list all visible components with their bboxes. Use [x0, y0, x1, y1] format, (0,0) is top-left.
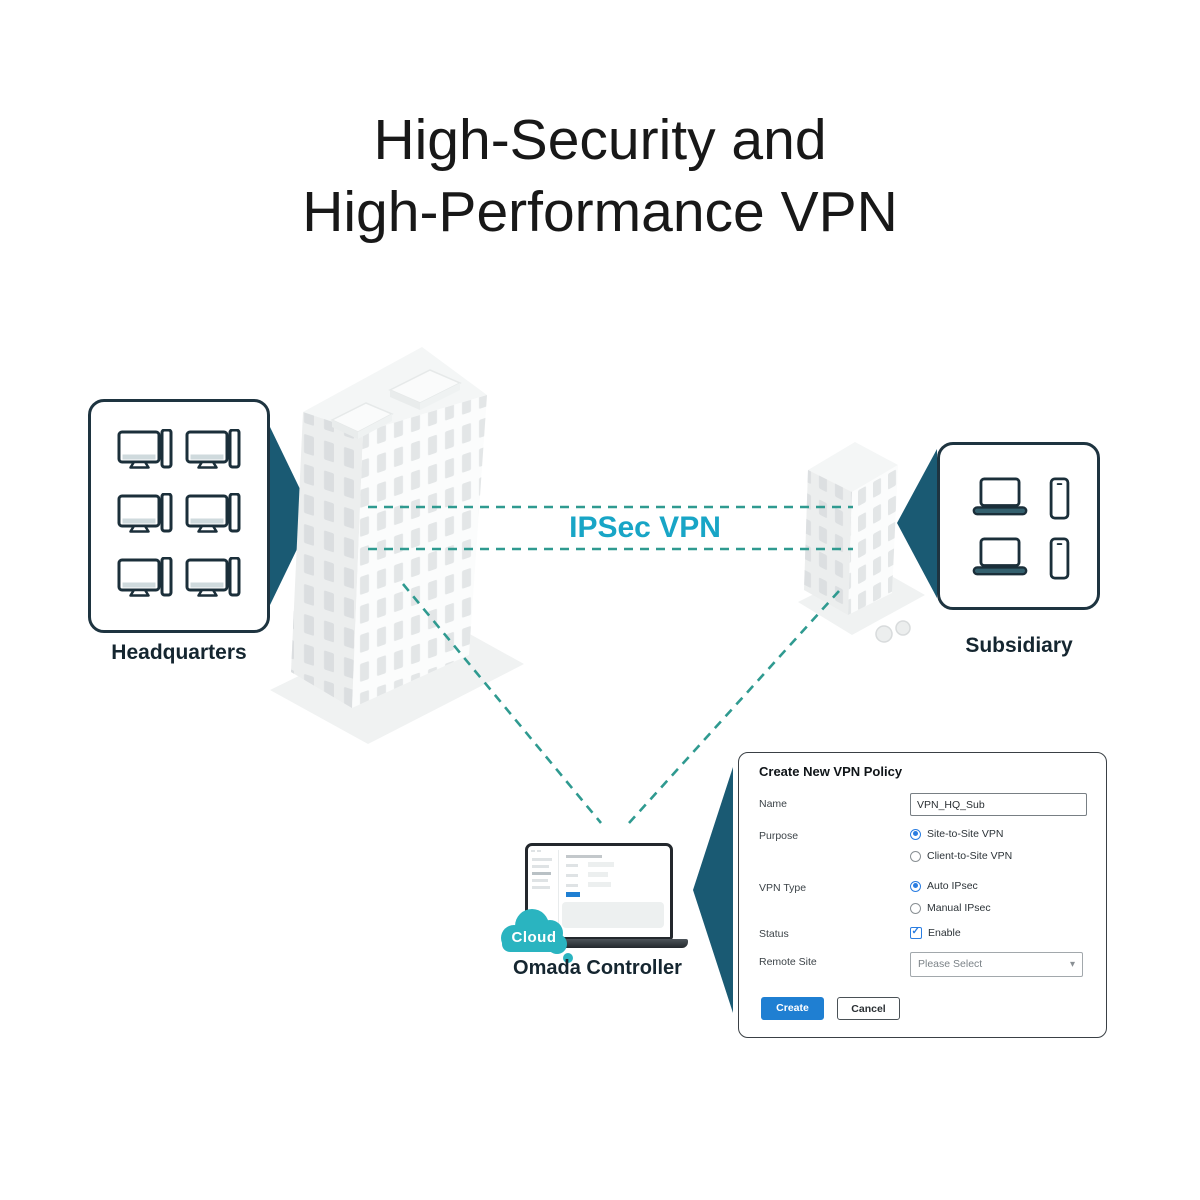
ipsec-vpn-label: IPSec VPN: [569, 511, 721, 544]
title-line-1: High-Security and: [373, 108, 827, 172]
monitor-icon: [117, 429, 173, 475]
controller-laptop-base: [512, 939, 688, 948]
name-field-label: Name: [759, 798, 788, 810]
form-pointer-arrow-icon: [693, 767, 733, 1013]
select-caret-icon: ▾: [1069, 959, 1075, 970]
radio-icon[interactable]: [910, 880, 921, 892]
subsidiary-box: [937, 442, 1100, 610]
monitor-icon: [117, 557, 173, 603]
headquarters-label: Headquarters: [111, 641, 247, 664]
status-field-label: Status: [759, 928, 789, 940]
controller-label: Omada Controller: [513, 957, 682, 979]
radio-manual-ipsec[interactable]: Manual IPsec: [910, 900, 991, 916]
phone-icon: [1048, 477, 1071, 520]
purpose-field-label: Purpose: [759, 830, 799, 842]
phone-icon: [1048, 537, 1071, 580]
radio-label: Manual IPsec: [927, 902, 991, 914]
page-title: High-Security and High-Performance VPN: [0, 104, 1200, 248]
headquarters-arrow-right-icon: [270, 427, 313, 605]
cancel-button[interactable]: Cancel: [837, 997, 900, 1020]
checkbox-label: Enable: [928, 927, 961, 939]
controller-laptop-screen: [525, 843, 673, 940]
controller-link-right: [628, 590, 840, 824]
checkbox-icon[interactable]: [910, 926, 922, 939]
vpn-tunnel-lines: [368, 505, 853, 824]
subsidiary-label: Subsidiary: [965, 634, 1073, 657]
radio-icon[interactable]: [910, 828, 921, 840]
headquarters-building-illustration: [270, 347, 524, 744]
cloud-icon: [501, 909, 573, 963]
radio-icon[interactable]: [910, 902, 921, 914]
remote-site-select[interactable]: Please Select ▾: [910, 952, 1083, 977]
monitor-icon: [185, 557, 241, 603]
radio-icon[interactable]: [910, 850, 921, 862]
radio-site-to-site-vpn[interactable]: Site-to-Site VPN: [910, 826, 1003, 842]
cloud-badge: Cloud: [511, 929, 557, 946]
controller-link-left: [401, 583, 603, 824]
monitor-icon: [185, 493, 241, 539]
radio-auto-ipsec[interactable]: Auto IPsec: [910, 878, 978, 894]
create-button[interactable]: Create: [761, 997, 824, 1020]
monitor-icon: [117, 493, 173, 539]
title-line-2: High-Performance VPN: [302, 180, 898, 244]
radio-label: Auto IPsec: [927, 880, 978, 892]
subsidiary-building-illustration: [798, 442, 925, 643]
radio-client-to-site-vpn[interactable]: Client-to-Site VPN: [910, 848, 1012, 864]
headquarters-devices: [88, 399, 270, 633]
monitor-icon: [185, 429, 241, 475]
select-value: Please Select: [918, 958, 983, 970]
laptop-icon: [972, 477, 1028, 517]
vpn-type-field-label: VPN Type: [759, 882, 807, 894]
remote-site-field-label: Remote Site: [759, 956, 817, 968]
form-title: Create New VPN Policy: [759, 764, 903, 779]
enable-checkbox-row[interactable]: Enable: [910, 925, 961, 941]
radio-label: Site-to-Site VPN: [927, 828, 1004, 840]
name-input[interactable]: [910, 793, 1087, 816]
radio-label: Client-to-Site VPN: [927, 850, 1013, 862]
subsidiary-arrow-left-icon: [897, 449, 937, 598]
laptop-icon: [972, 537, 1028, 577]
vpn-policy-form: Create New VPN Policy Name Purpose Site-…: [738, 752, 1107, 1038]
